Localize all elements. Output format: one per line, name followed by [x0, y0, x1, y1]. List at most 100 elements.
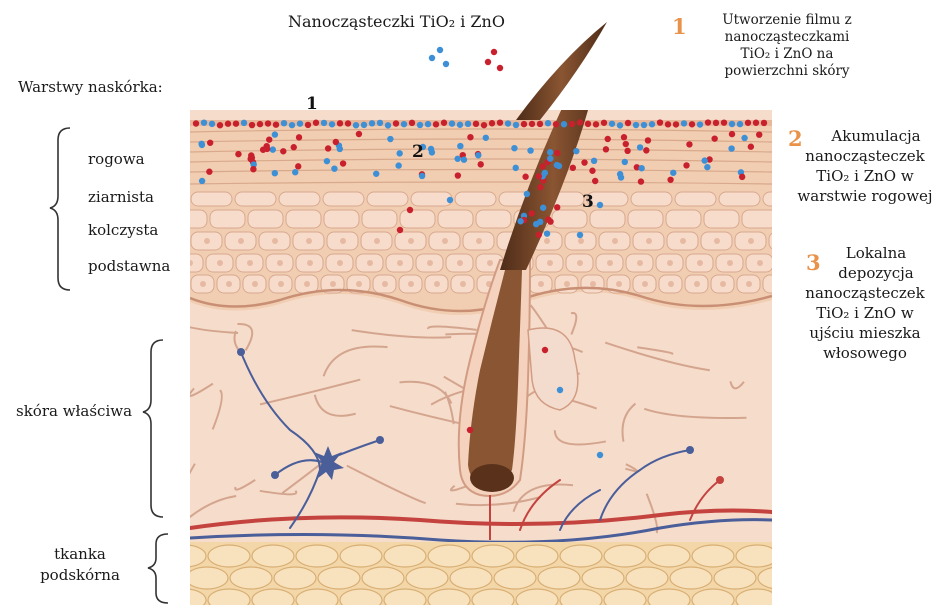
nanoparticle	[748, 144, 754, 150]
skin-cell	[362, 210, 397, 228]
skin-cell	[323, 192, 364, 206]
nanoparticle	[597, 202, 603, 208]
legend-3-line: włosowego	[790, 343, 940, 363]
nanoparticle	[206, 169, 212, 175]
nanoparticle	[497, 65, 503, 71]
nanoparticle	[537, 184, 543, 190]
fat-cell	[406, 567, 448, 589]
nanoparticle	[721, 119, 727, 125]
legend-1-text: Utworzenie filmu z nanocząsteczkami TiO₂…	[692, 12, 882, 80]
fat-cell	[648, 545, 690, 567]
nanoparticle	[193, 120, 199, 126]
skin-cell	[411, 192, 452, 206]
nanoparticle	[417, 122, 423, 128]
nanoparticle	[561, 121, 567, 127]
skin-cell	[438, 210, 473, 228]
nanoparticle	[705, 119, 711, 125]
epidermis-bracket	[50, 128, 70, 290]
fat-cell	[692, 589, 734, 608]
nanoparticle	[641, 122, 647, 128]
fat-cell	[516, 589, 558, 608]
nanoparticle	[249, 122, 255, 128]
nanoparticle	[407, 207, 413, 213]
skin-cell	[235, 192, 276, 206]
nanoparticle	[369, 120, 375, 126]
nanoparticle	[556, 163, 562, 169]
nanoparticle	[605, 136, 611, 142]
nanoparticle	[465, 121, 471, 127]
nanoparticle	[305, 122, 311, 128]
nanoparticle	[649, 121, 655, 127]
legend-1-line: powierzchni skóry	[692, 63, 882, 80]
dermis-bracket	[143, 340, 163, 517]
nanoparticle	[273, 121, 279, 127]
legend-1-number: 1	[672, 14, 687, 39]
fat-cell	[296, 589, 338, 608]
nanoparticle	[289, 122, 295, 128]
nanoparticle	[625, 120, 631, 126]
nanoparticle	[429, 55, 435, 61]
legend-3-line: Lokalna	[790, 243, 940, 263]
fat-cell	[582, 567, 624, 589]
nanoparticle	[711, 135, 717, 141]
nanoparticle	[547, 155, 553, 161]
nanoparticle	[741, 135, 747, 141]
nanoparticle	[395, 162, 401, 168]
fat-cell	[318, 567, 360, 589]
nanoparticle	[704, 164, 710, 170]
nanoparticle	[457, 143, 463, 149]
nanoparticle	[425, 121, 431, 127]
nanoparticle	[517, 218, 523, 224]
fat-cell	[516, 545, 558, 567]
nanoparticle	[638, 178, 644, 184]
nanoparticle	[356, 131, 362, 137]
nanoparticle	[745, 120, 751, 126]
fat-cell	[186, 567, 228, 589]
nanoparticle	[297, 120, 303, 126]
nanoparticle	[540, 205, 546, 211]
nanoparticle	[547, 149, 553, 155]
fat-cell	[362, 567, 404, 589]
fat-cell	[252, 545, 294, 567]
nanoparticle	[209, 121, 215, 127]
nanoparticle	[542, 170, 548, 176]
nanoparticle	[373, 171, 379, 177]
nanoparticle	[544, 230, 550, 236]
nanoparticle	[353, 122, 359, 128]
nanoparticle	[485, 59, 491, 65]
nanoparticle	[361, 122, 367, 128]
fat-cell	[648, 589, 690, 608]
nanoparticle	[573, 148, 579, 154]
nanoparticle	[591, 158, 597, 164]
nanoparticle	[533, 221, 539, 227]
nanoparticle	[728, 145, 734, 151]
nanoparticle	[207, 140, 213, 146]
skin-cell	[628, 210, 663, 228]
legend-3-line: TiO₂ i ZnO w	[790, 303, 940, 323]
fat-cell	[604, 589, 646, 608]
fat-cell	[714, 567, 756, 589]
legend-1-line: TiO₂ i ZnO na	[692, 46, 882, 63]
nanoparticle	[686, 141, 692, 147]
nanoparticle	[592, 178, 598, 184]
nanoparticle	[329, 121, 335, 127]
nanoparticle	[657, 119, 663, 125]
fat-cell	[208, 545, 250, 567]
skin-cell	[742, 210, 777, 228]
nanoparticle	[683, 162, 689, 168]
fat-cell	[450, 567, 492, 589]
skin-cell	[248, 210, 283, 228]
fat-cell	[670, 567, 712, 589]
nanoparticle	[217, 122, 223, 128]
nanoparticle	[524, 191, 530, 197]
nanoparticle	[593, 121, 599, 127]
fat-cell	[538, 567, 580, 589]
nanoparticle	[597, 452, 603, 458]
nanoparticle	[603, 146, 609, 152]
nanoparticle	[570, 165, 576, 171]
nanoparticle	[393, 120, 399, 126]
nanoparticle	[443, 61, 449, 67]
nanoparticle	[753, 120, 759, 126]
nanoparticle	[264, 146, 270, 152]
fat-cell	[472, 545, 514, 567]
